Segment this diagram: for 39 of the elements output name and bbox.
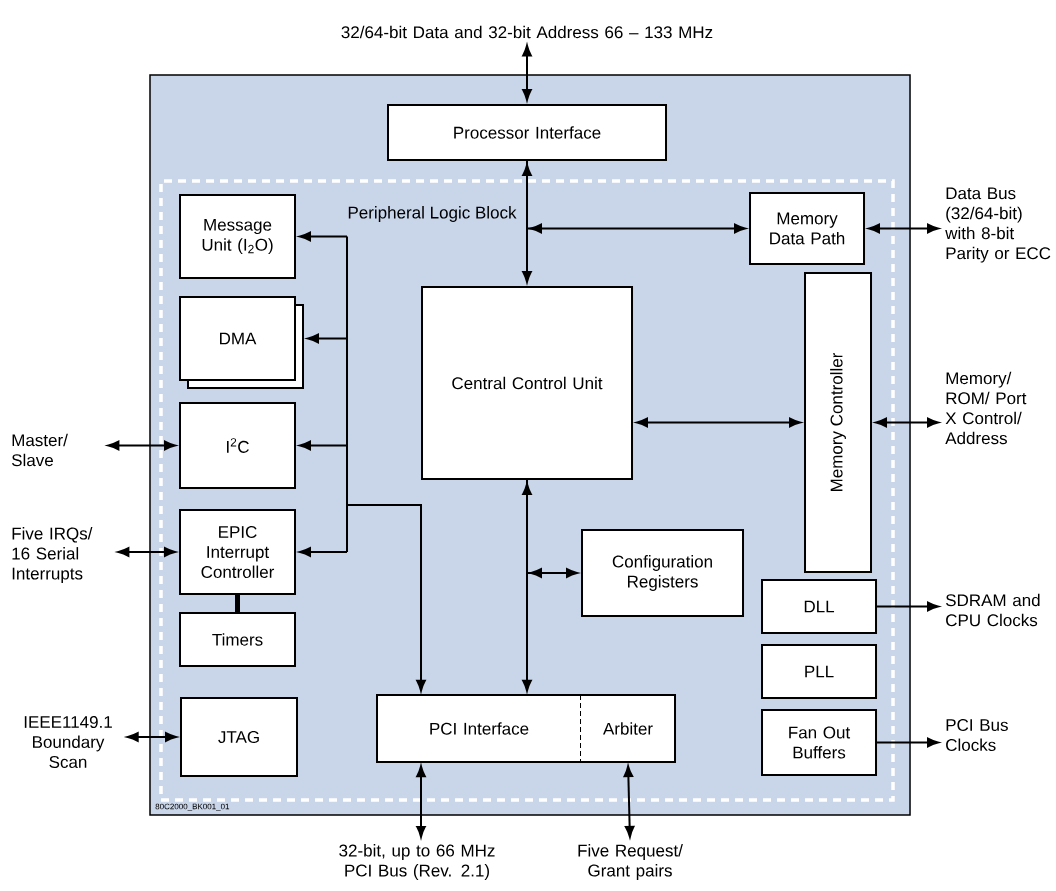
- arrow: [299, 547, 348, 557]
- region-label: Peripheral Logic Block: [348, 206, 517, 222]
- signal-label: IEEE1149.1 Boundary Scan: [24, 716, 112, 769]
- block-box: Fan Out Buffers: [761, 709, 877, 776]
- stacked-box: DMA: [179, 296, 304, 389]
- signal-label: SDRAM and CPU Clocks: [946, 593, 1040, 627]
- block-box: Memory Controller: [804, 272, 872, 573]
- signal-label: PCI Bus Clocks: [946, 719, 1008, 752]
- signal-label: Master/ Slave: [11, 433, 68, 467]
- arrow: [623, 765, 635, 838]
- block-box: EPIC Interrupt Controller: [179, 509, 296, 595]
- block-box: Message Unit (I$_{2}$O): [179, 194, 296, 279]
- node-label: PCI Interface: [430, 722, 529, 735]
- block-box: Arbiter: [580, 694, 676, 763]
- arrow: [126, 732, 177, 742]
- signal-label: Memory/ ROM/ Port X Control/ Address: [945, 371, 1027, 445]
- block-box: Timers: [179, 612, 296, 667]
- arrow: [526, 479, 578, 578]
- block-box: Processor Interface: [387, 104, 667, 161]
- block-box: I$^{2}$C: [179, 402, 296, 489]
- block-box: JTAG: [180, 697, 298, 777]
- connector-line: [235, 595, 240, 612]
- arrow: [522, 483, 532, 692]
- arrow: [117, 547, 176, 557]
- signal-label: 32/64-bit Data and 32-bit Address 66 – 133 MHz: [341, 25, 713, 39]
- block-box: Memory Data Path: [749, 192, 865, 265]
- arrow: [416, 765, 426, 838]
- signal-label: Five Request/ Grant pairs: [578, 844, 683, 880]
- block-box: PLL: [761, 644, 877, 699]
- bus-line: [346, 235, 426, 692]
- arrow: [522, 44, 532, 101]
- block-box: Central Control Unit: [421, 286, 633, 480]
- block-box: Configuration Registers: [581, 529, 744, 617]
- signal-label: 32-bit, up to 66 MHz PCI Bus (Rev. 2.1): [339, 844, 495, 880]
- node-label: Arbiter: [603, 722, 653, 735]
- drawing-number: 80C2000_BK001_01: [155, 803, 230, 811]
- signal-label: Five IRQs/ 16 Serial Interrupts: [12, 527, 93, 583]
- block-box: DLL: [761, 579, 877, 634]
- signal-label: Data Bus (32/64-bit) with 8-bit Parity or ECC: [945, 187, 1051, 263]
